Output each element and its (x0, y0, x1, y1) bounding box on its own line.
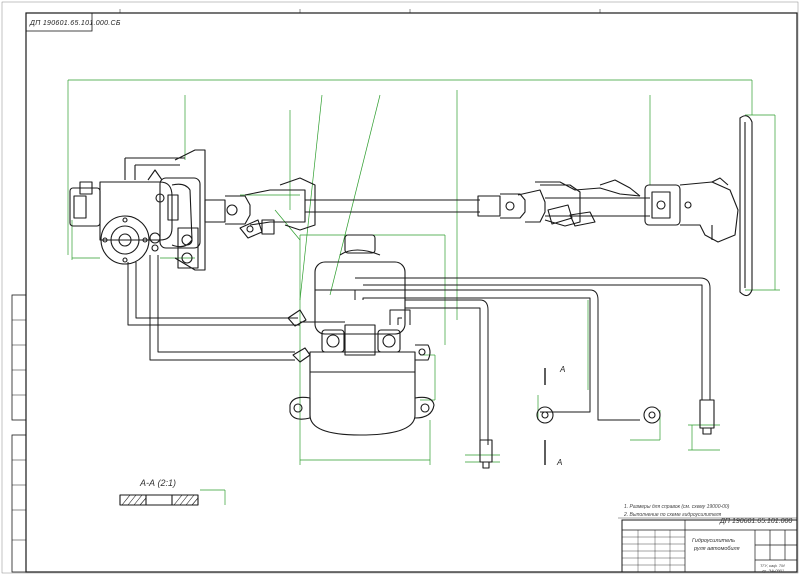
cut-letter-top: А (560, 365, 566, 374)
steering-shaft (204, 177, 739, 243)
pump-reservoir (287, 234, 435, 436)
drawing-code: ДП 190601.65.101.000.СБ (30, 20, 121, 27)
section-label: А-А (2:1) (140, 478, 177, 488)
title-block (618, 517, 798, 573)
title-block-code: ДП 190601.65.101.000 (720, 518, 793, 525)
dimension-lines (67, 79, 780, 505)
title-block-name-line1: Гидроусилитель (692, 538, 735, 544)
steering-assembly (69, 115, 753, 506)
fittings (167, 194, 715, 469)
steering-wheel (739, 115, 753, 297)
title-block-org-line1: ТГУ, каф. ТМ (760, 563, 785, 568)
cut-letter-bottom: А (557, 458, 563, 467)
section-view (119, 494, 199, 506)
steering-gear (69, 149, 206, 271)
hydraulic-lines (127, 255, 711, 445)
technical-note-1: 1. Размеры для справок (см. схему 19000-… (624, 504, 730, 510)
title-block-name-line2: руля автомобиля (694, 546, 740, 552)
technical-note-2: 2. Выполнение по схеме гидроусилителя (624, 512, 722, 518)
title-block-org-line2: гр. ЭА-0901 (762, 568, 785, 573)
